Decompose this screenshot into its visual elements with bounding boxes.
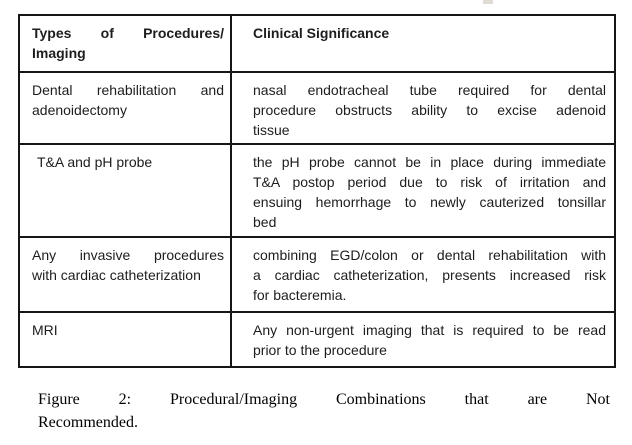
scan-artifact xyxy=(483,0,493,4)
header-line: Types of Procedures/ xyxy=(32,25,224,41)
cell-line: T&A and pH probe xyxy=(37,154,153,170)
header-cell-clinical-significance: Clinical Significance xyxy=(232,16,614,71)
cell-line: for bacteremia. xyxy=(253,287,347,303)
header-line: Imaging xyxy=(32,45,86,61)
cell-mri-significance: Any non-urgent imaging that is required … xyxy=(232,313,614,366)
cell-line: adenoidectomy xyxy=(32,102,127,118)
procedures-imaging-table: Types of Procedures/ Imaging Clinical Si… xyxy=(18,14,616,368)
header-cell-types-of-procedures: Types of Procedures/ Imaging xyxy=(20,16,232,71)
table-row-ta-ph-probe: T&A and pH probe the pH probe cannot be … xyxy=(20,145,614,238)
cell-line: combining EGD/colon or dental rehabilita… xyxy=(253,247,606,263)
cell-invasive-cardiac: Any invasive procedures with cardiac cat… xyxy=(20,238,232,311)
cell-invasive-significance: combining EGD/colon or dental rehabilita… xyxy=(232,238,614,311)
cell-line: T&A postop period due to risk of irritat… xyxy=(253,174,606,190)
header-line: Clinical Significance xyxy=(253,25,390,41)
cell-mri: MRI xyxy=(20,313,232,366)
cell-ta-ph-probe: T&A and pH probe xyxy=(20,145,232,236)
cell-dental-significance: nasal endotracheal tube required for den… xyxy=(232,73,614,143)
cell-line: with cardiac catheterization xyxy=(32,267,201,283)
table-row-invasive-cardiac: Any invasive procedures with cardiac cat… xyxy=(20,238,614,313)
cell-line: Any non-urgent imaging that is required … xyxy=(253,322,606,338)
cell-line: MRI xyxy=(32,322,58,338)
cell-line: nasal endotracheal tube required for den… xyxy=(253,82,606,98)
cell-line: bed xyxy=(253,214,277,230)
cell-ta-significance: the pH probe cannot be in place during i… xyxy=(232,145,614,236)
cell-line: ensuing hemorrhage to newly cauterized t… xyxy=(253,194,606,210)
cell-line: the pH probe cannot be in place during i… xyxy=(253,154,606,170)
cell-line: procedure obstructs ability to excise ad… xyxy=(253,102,606,118)
figure-caption: Figure 2: Procedural/Imaging Combination… xyxy=(38,388,610,434)
cell-line: a cardiac catheterization, presents incr… xyxy=(253,267,606,283)
cell-line: Dental rehabilitation and xyxy=(32,82,224,98)
table-row-dental-rehabilitation: Dental rehabilitation and adenoidectomy … xyxy=(20,73,614,145)
caption-line: Figure 2: Procedural/Imaging Combination… xyxy=(38,391,610,408)
table-row-mri: MRI Any non-urgent imaging that is requi… xyxy=(20,313,614,366)
cell-dental-rehabilitation: Dental rehabilitation and adenoidectomy xyxy=(20,73,232,143)
header-row: Types of Procedures/ Imaging Clinical Si… xyxy=(20,16,614,73)
cell-line: prior to the procedure xyxy=(253,342,387,358)
caption-line: Recommended. xyxy=(38,414,138,431)
cell-line: tissue xyxy=(253,122,290,138)
cell-line: Any invasive procedures xyxy=(32,247,224,263)
